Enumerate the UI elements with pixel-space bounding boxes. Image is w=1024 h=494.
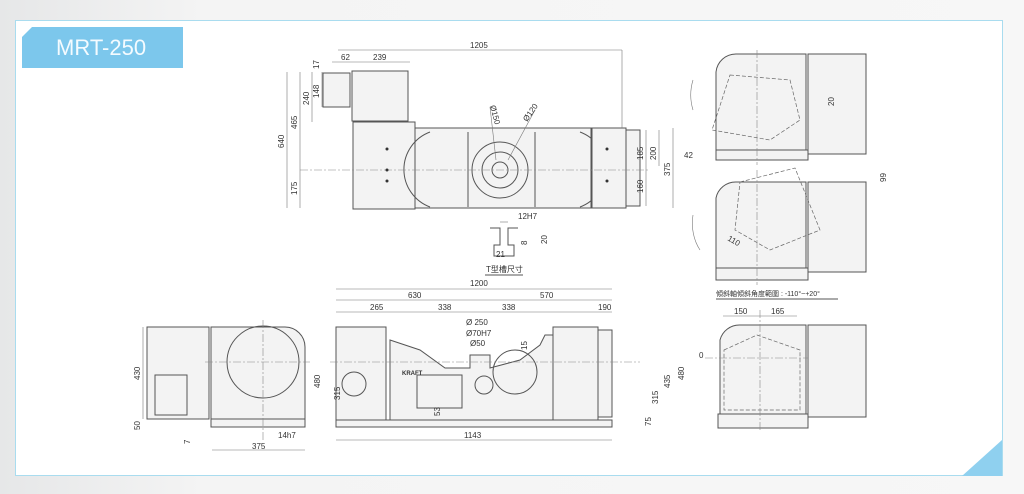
dim-315-left: 315	[333, 386, 342, 400]
side-view-left: 430 50 7 14h7 375	[133, 320, 310, 451]
dim-175: 175	[290, 181, 299, 195]
dim-17: 17	[312, 60, 321, 69]
dim-d150: Ø150	[488, 104, 502, 126]
dim-20: 20	[540, 235, 549, 244]
dim-640: 640	[277, 134, 286, 148]
dim-d50: Ø50	[470, 339, 486, 348]
dim-148: 148	[312, 84, 321, 98]
dim-50: 50	[133, 421, 142, 430]
kraft-logo: KRAFT	[402, 371, 423, 377]
dim-375: 375	[663, 162, 672, 176]
dim-0: 0	[699, 351, 704, 360]
dim-338-right: 338	[502, 303, 516, 312]
dim-14h7: 14h7	[278, 431, 296, 440]
dim-1200: 1200	[470, 279, 488, 288]
dim-1205: 1205	[470, 41, 488, 50]
side-view-right: 150 165 0	[699, 307, 867, 432]
dim-570: 570	[540, 291, 554, 300]
dim-12h7: 12H7	[518, 212, 538, 221]
t-slot-detail: 12H7 20 8 21 T型槽尺寸	[485, 212, 549, 276]
dim-435: 435	[663, 374, 672, 388]
dim-160: 160	[636, 179, 645, 193]
dim-d120: Ø120	[521, 102, 540, 124]
dim-d250: Ø 250	[466, 318, 488, 327]
dim-62: 62	[341, 53, 350, 62]
model-title-tab: MRT-250	[22, 27, 183, 68]
dim-d70h7: Ø70H7	[466, 329, 492, 338]
front-view: KRAFT 1200 630 570 265 338 338 190 Ø 250…	[313, 279, 686, 441]
dim-265: 265	[370, 303, 384, 312]
dim-480-right: 480	[677, 366, 686, 380]
dim-21: 21	[496, 250, 505, 259]
dim-630: 630	[408, 291, 422, 300]
dim-75: 75	[644, 417, 653, 426]
t-slot-caption: T型槽尺寸	[486, 264, 523, 274]
dim-53: 53	[433, 407, 442, 416]
tilt-views: 42 20 66 110 傾斜軸傾斜角度範圍 : -110°~+20°	[684, 50, 887, 300]
tilt-range-caption: 傾斜軸傾斜角度範圍 : -110°~+20°	[716, 289, 820, 298]
model-title: MRT-250	[56, 35, 147, 60]
dim-1143: 1143	[464, 431, 482, 440]
dim-150: 150	[734, 307, 748, 316]
dim-66: 66	[878, 173, 887, 182]
dim-190: 190	[598, 303, 612, 312]
dim-15: 15	[520, 341, 529, 350]
dim-185: 185	[636, 146, 645, 160]
top-view: 1205 62 239 17 148 240 465 640 175 185 2…	[277, 41, 674, 210]
dim-239: 239	[373, 53, 387, 62]
dim-315-right: 315	[651, 390, 660, 404]
dim-42: 42	[684, 151, 693, 160]
dim-8: 8	[520, 240, 529, 245]
dim-240: 240	[302, 91, 311, 105]
dim-465: 465	[290, 115, 299, 129]
dim-tilt-20: 20	[827, 97, 836, 106]
dim-338-left: 338	[438, 303, 452, 312]
dim-480-left: 480	[313, 374, 322, 388]
dim-165: 165	[771, 307, 785, 316]
dim-7: 7	[183, 439, 192, 444]
dim-430: 430	[133, 366, 142, 380]
dim-375-side: 375	[252, 442, 266, 451]
dim-200: 200	[649, 146, 658, 160]
